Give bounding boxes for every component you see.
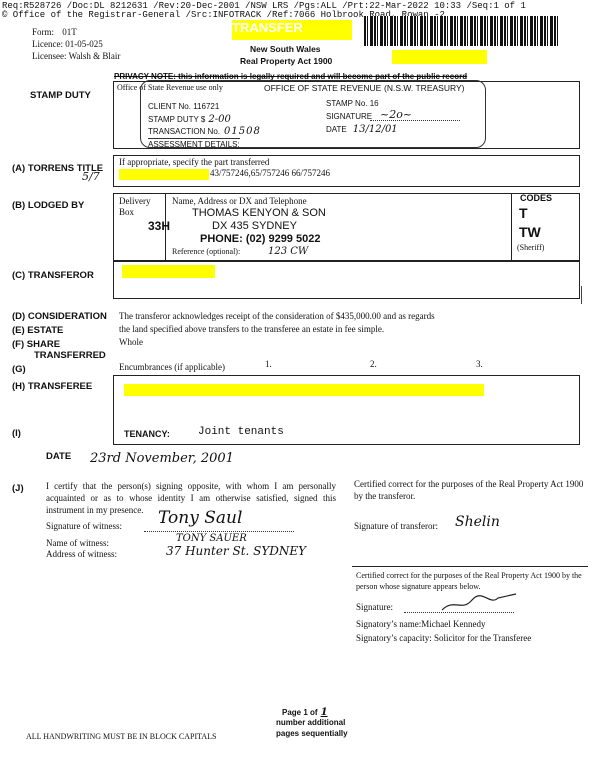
form-label: Form: 01T <box>32 27 77 37</box>
encumbrances-label: (G) <box>12 364 26 375</box>
lodger-dx: DX 435 SYDNEY <box>212 220 297 232</box>
code-tw: TW <box>519 224 541 240</box>
signatory-capacity: Signatory’s capacity: Solicitor for the … <box>356 633 532 643</box>
stamp-signature: SIGNATURE <box>326 112 373 121</box>
stamp-no: STAMP No. 16 <box>326 99 379 108</box>
torrens-hand-mark: 5/7 <box>82 170 100 183</box>
privacy-note: PRIVACY NOTE: this information is legall… <box>114 72 468 81</box>
witness-signature-label: Signature of witness: <box>46 521 122 531</box>
transferee-redaction <box>124 384 484 396</box>
tenancy-value: Joint tenants <box>198 426 284 438</box>
witness-name-label: Name of witness: <box>46 538 109 548</box>
signatory-signature-line <box>404 612 514 613</box>
torrens-folios: 43/757246,65/757246 66/757246 <box>210 168 331 178</box>
margin-mark <box>581 286 582 304</box>
stamp-signature-scrawl: ~2o~ <box>380 108 413 121</box>
code-sheriff: (Sheriff) <box>517 243 545 252</box>
header-line-1: Req:R528726 /Doc:DL 8212631 /Rev:20-Dec-… <box>2 1 526 11</box>
transferor-label: (C) TRANSFEROR <box>12 270 94 281</box>
block-capitals-note: ALL HANDWRITING MUST BE IN BLOCK CAPITAL… <box>26 732 217 741</box>
stamp-duty-label: STAMP DUTY <box>30 90 91 101</box>
reference-label: Reference (optional): <box>172 247 241 256</box>
signatory-divider <box>352 566 588 567</box>
encumbrances-text: Encumbrances (if applicable) <box>119 362 225 372</box>
header-line-2: © Office of the Registrar-General /Src:I… <box>2 10 445 20</box>
torrens-note: If appropriate, specify the part transfe… <box>119 157 270 167</box>
torrens-title-label: (A) TORRENS TITLE <box>12 163 104 174</box>
pages-sequential: pages sequentially <box>276 729 348 738</box>
consideration-text: The transferor acknowledges receipt of t… <box>119 311 435 321</box>
lodged-by-box <box>113 193 580 261</box>
lodger-name: THOMAS KENYON & SON <box>192 207 326 219</box>
signatory-signature-scrawl <box>441 593 517 611</box>
signatory-name: Signatory’s name:Michael Kennedy <box>356 619 486 629</box>
box-number: 33H <box>148 219 171 233</box>
certify-label: (J) <box>12 483 24 494</box>
client-no: CLIENT No. 116721 <box>148 102 220 111</box>
licence: Licence: 01-05-025 <box>32 39 103 49</box>
code-t: T <box>519 205 528 221</box>
additional-pages: number additional <box>276 718 346 727</box>
stamp-duty-box <box>113 81 580 149</box>
torrens-redaction <box>119 169 209 180</box>
form-title: TRANSFER <box>232 20 352 40</box>
transferor-signature-value: Shelin <box>455 514 500 530</box>
share-label-2: TRANSFERRED <box>34 350 106 361</box>
transaction-no: TRANSACTION No.01508 <box>148 126 261 137</box>
witness-signature-value: Tony Saul <box>158 508 243 528</box>
act-name: Real Property Act 1900 <box>240 56 333 66</box>
estate-text: the land specified above transfers to th… <box>119 324 385 334</box>
box-label: Box <box>119 207 135 217</box>
assessment-details: ASSESSMENT DETAILS: <box>148 138 240 149</box>
witness-address-value: 37 Hunter St. SYDNEY <box>166 544 307 558</box>
share-label: (F) SHARE <box>12 339 61 350</box>
transferee-label: (H) TRANSFEREE <box>12 381 93 392</box>
signatory-signature-label: Signature: <box>356 602 393 612</box>
encumbrance-2: 2. <box>370 359 377 369</box>
torrens-title-box <box>113 155 580 187</box>
treasury: (N.S.W. TREASURY) <box>384 83 465 93</box>
certified-signatory: Certified correct for the purposes of th… <box>356 571 582 591</box>
state-name: New South Wales <box>250 44 321 54</box>
lodged-divider-1 <box>165 194 166 260</box>
revenue-stamp <box>140 80 486 148</box>
dealing-number-highlight <box>392 50 487 64</box>
certified-transferor: Certified correct for the purposes of th… <box>354 479 584 501</box>
codes-label: CODES <box>520 193 553 203</box>
delivery-label: Delivery <box>119 196 151 206</box>
stamp-duty-amount: STAMP DUTY $2-00 <box>148 114 231 125</box>
witness-signature-line <box>144 531 294 532</box>
consideration-label: (D) CONSIDERATION <box>12 311 107 322</box>
encumbrance-1: 1. <box>265 359 272 369</box>
lodger-phone: PHONE: (02) 9299 5022 <box>200 233 321 245</box>
certify-text: I certify that the person(s) signing opp… <box>46 481 336 515</box>
witness-name-value: TONY SAUER <box>176 533 247 544</box>
transferee-box <box>113 375 580 445</box>
date-label: DATE <box>46 451 72 462</box>
transferor-redaction <box>122 265 215 278</box>
lodged-by-label: (B) LODGED BY <box>12 200 85 211</box>
lodger-heading: Name, Address or DX and Telephone <box>172 196 307 206</box>
share-text: Whole <box>119 337 143 347</box>
osr-use-only: Office of State Revenue use only <box>117 83 223 92</box>
date-value: 23rd November, 2001 <box>90 451 234 466</box>
transferor-box <box>113 261 580 299</box>
witness-address-label: Address of witness: <box>46 549 117 559</box>
encumbrance-3: 3. <box>476 359 483 369</box>
lodged-divider-2 <box>511 194 512 260</box>
barcode <box>364 16 560 46</box>
estate-label: (E) ESTATE <box>12 325 64 336</box>
tenancy-item-label: (I) <box>12 428 21 439</box>
reference-value: 123 CW <box>268 246 309 257</box>
transferor-signature-label: Signature of transferor: <box>354 521 438 531</box>
stamp-signature-line <box>370 120 460 121</box>
tenancy-label: TENANCY: <box>124 429 170 439</box>
licensee: Licensee: Walsh & Blair <box>32 51 121 61</box>
revenue-office: OFFICE OF STATE REVENUE <box>264 83 382 93</box>
